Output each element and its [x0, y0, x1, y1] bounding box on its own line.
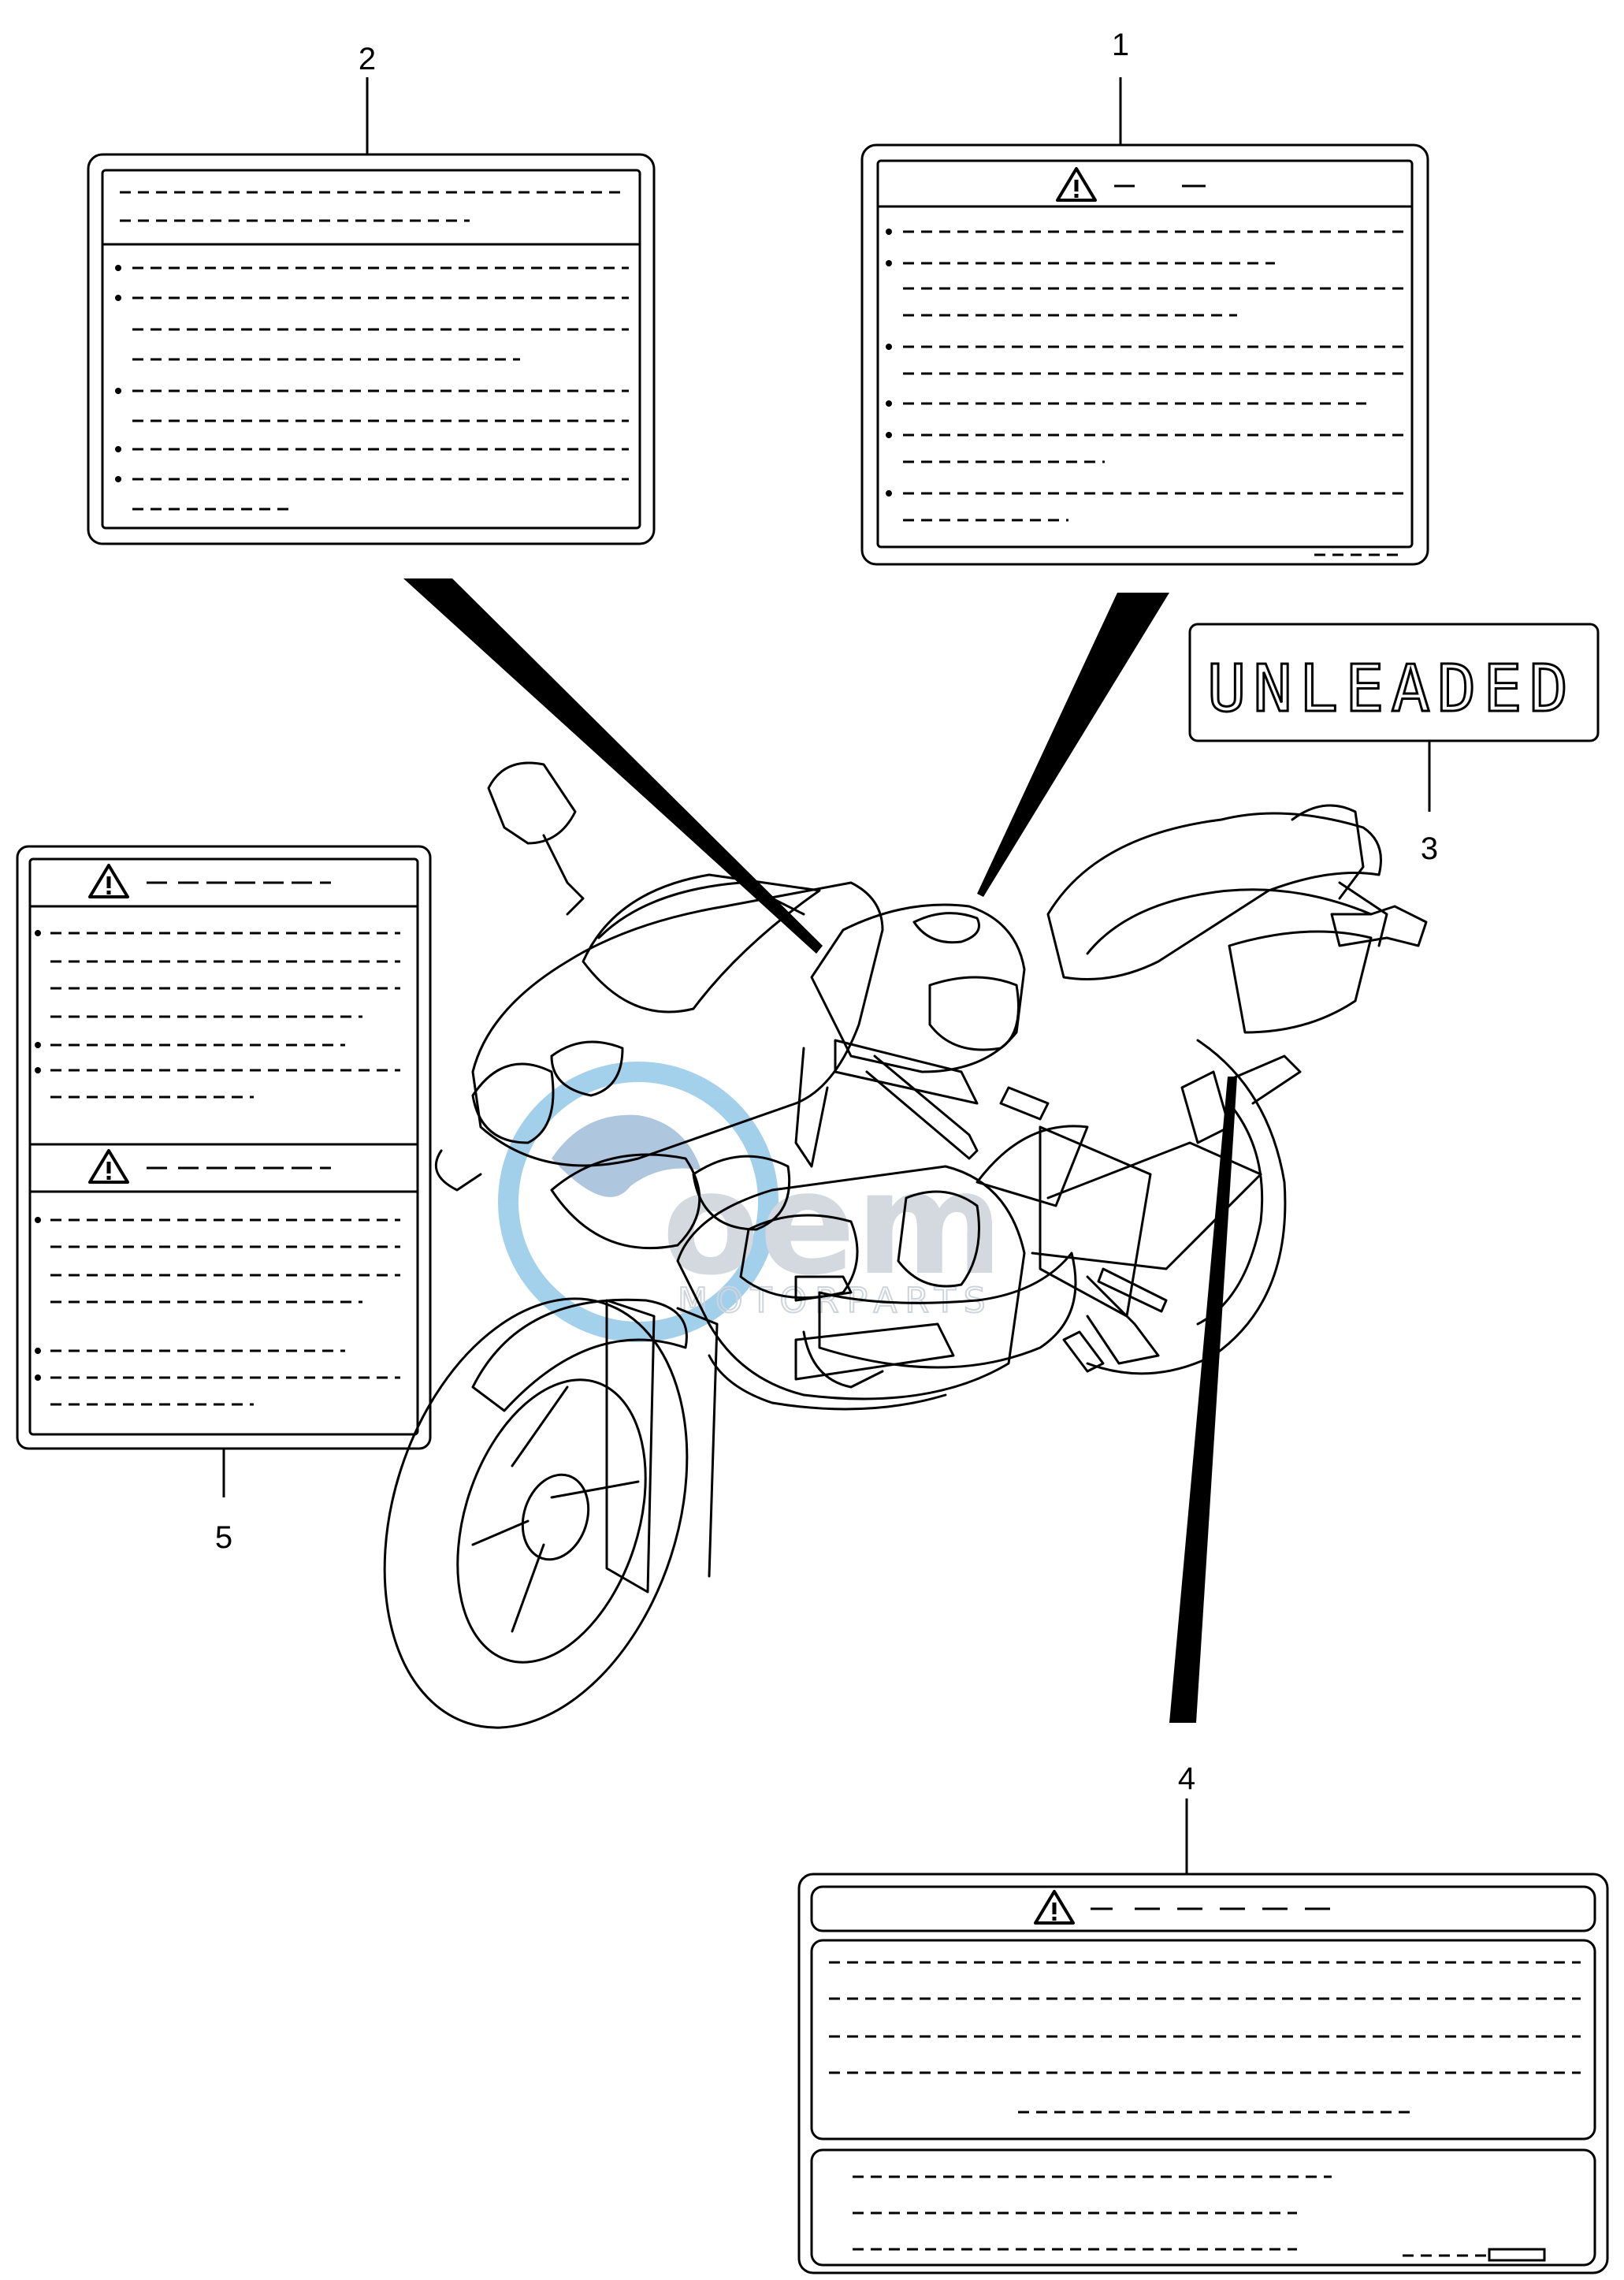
label-4 — [797, 1873, 1609, 2274]
warning-triangle-icon — [1056, 167, 1097, 202]
label-5 — [16, 845, 432, 1450]
callout-5: 5 — [215, 1520, 232, 1555]
callout-1: 1 — [1112, 28, 1129, 62]
callout-2: 2 — [359, 42, 376, 76]
label-3: UNLEADED — [1188, 623, 1600, 742]
watermark-brand: oem — [662, 1142, 1003, 1307]
motorcycle-illustration — [383, 761, 1428, 1729]
unleaded-text: UNLEADED — [1207, 652, 1575, 727]
oem-watermark: oem MOTORPARTS — [498, 1062, 1003, 1342]
warning-triangle-icon — [88, 864, 129, 898]
label-1 — [860, 143, 1429, 566]
warning-triangle-icon — [88, 1149, 129, 1184]
pointer-wedges — [403, 578, 1237, 1723]
warning-triangle-icon — [1034, 1890, 1075, 1925]
callout-3: 3 — [1421, 831, 1438, 866]
label-2 — [87, 153, 656, 545]
callout-4: 4 — [1178, 1761, 1195, 1796]
watermark-sub: MOTORPARTS — [678, 1281, 994, 1321]
